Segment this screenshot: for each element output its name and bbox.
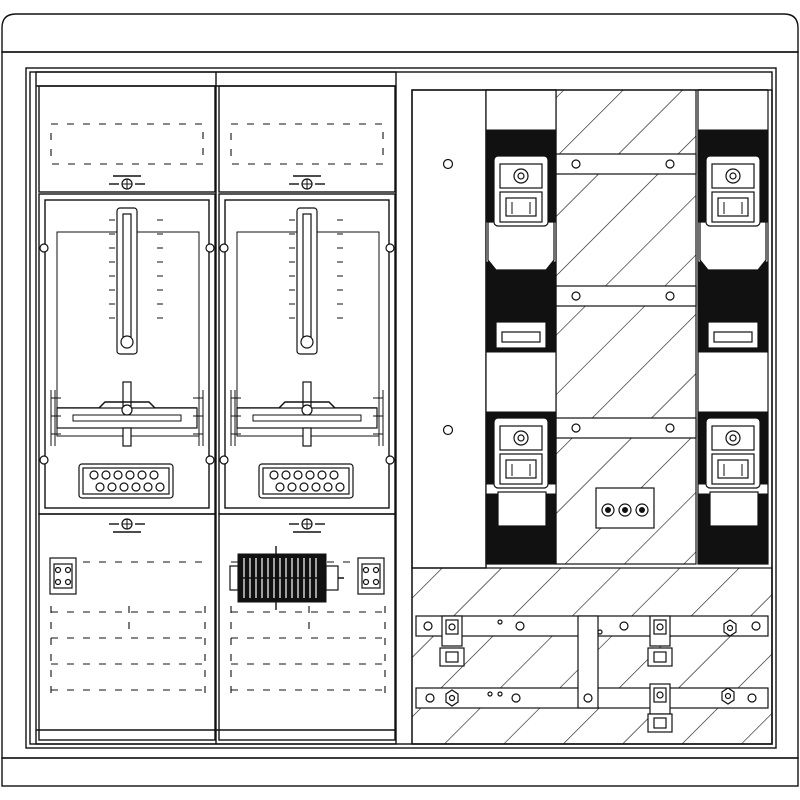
busbar-icon [555,153,697,529]
screw-icon [445,619,737,707]
connection-clamp [439,615,673,733]
meter-section-right [218,85,396,741]
fuse-column-left [485,89,557,565]
fuse-column-right [697,89,769,565]
main-busbars [415,615,769,709]
meter-section-left [38,85,216,741]
terminal-block-icon [49,546,385,610]
